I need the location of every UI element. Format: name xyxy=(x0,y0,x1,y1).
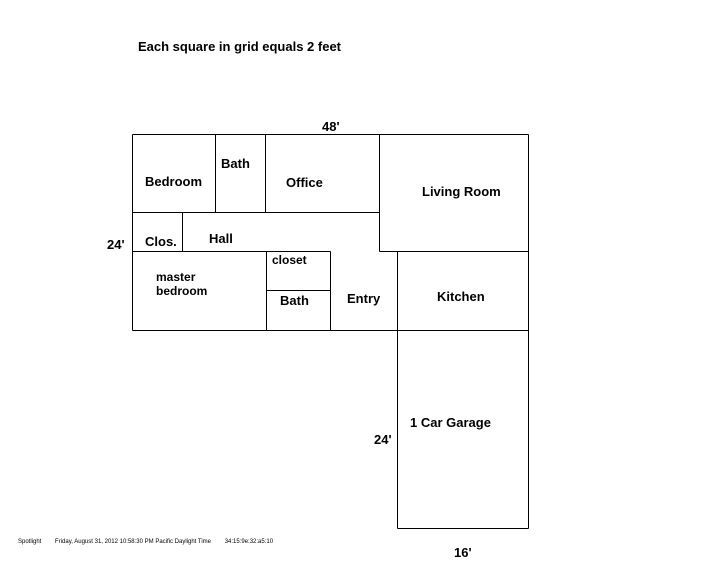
room-garage: 1 Car Garage xyxy=(410,415,491,430)
room-closet-center: closet xyxy=(272,253,307,267)
room-bedroom: Bedroom xyxy=(145,174,203,189)
room-bath-upper: Bath xyxy=(221,156,250,171)
room-hall: Hall xyxy=(209,231,233,246)
room-entry: Entry xyxy=(347,291,381,306)
footer: Spotlight Friday, August 31, 2012 10:58:… xyxy=(18,538,285,546)
room-master-bedroom-line1: master xyxy=(156,270,196,284)
footer-timestamp: Friday, August 31, 2012 10:58:30 PM Paci… xyxy=(55,539,212,545)
room-bath-lower: Bath xyxy=(280,293,309,308)
room-office: Office xyxy=(286,175,323,190)
dimension-left-height: 24' xyxy=(107,237,125,252)
dimension-garage-width: 16' xyxy=(454,545,472,560)
dimension-top-width: 48' xyxy=(322,119,340,134)
dimension-garage-height: 24' xyxy=(374,432,392,447)
room-closet-left: Clos. xyxy=(145,234,177,249)
grid-scale-note: Each square in grid equals 2 feet xyxy=(138,39,342,54)
footer-id: 34:15:9e:32:a5:10 xyxy=(224,539,274,545)
footer-app: Spotlight xyxy=(18,539,42,545)
room-living-room: Living Room xyxy=(422,184,501,199)
room-kitchen: Kitchen xyxy=(437,289,485,304)
room-master-bedroom-line2: bedroom xyxy=(156,284,208,298)
